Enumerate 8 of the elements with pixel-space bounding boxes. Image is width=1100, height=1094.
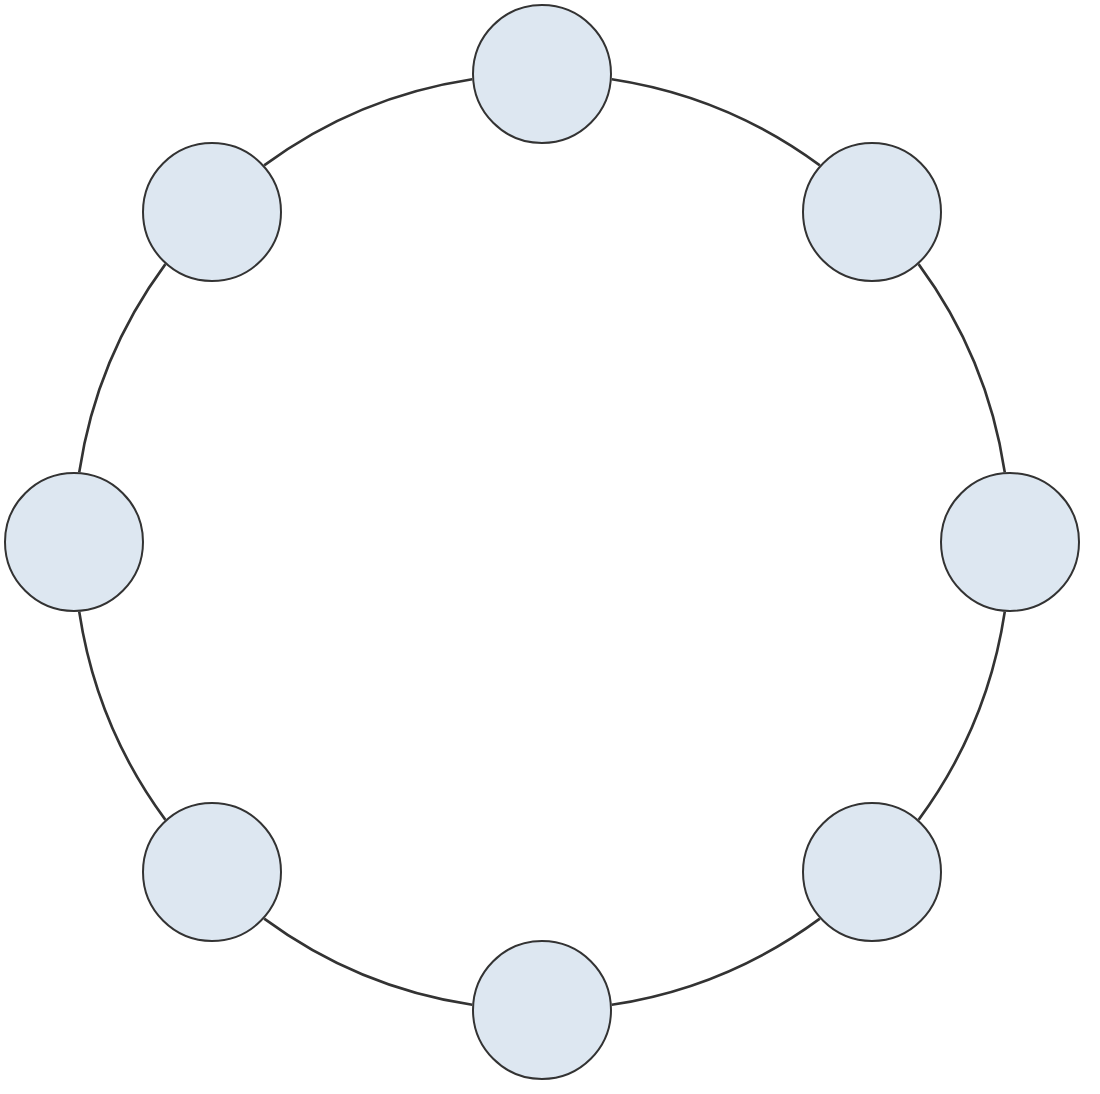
connector-line [917, 263, 1007, 473]
connector-line [263, 77, 473, 167]
connector-line [77, 611, 167, 821]
connector-line [917, 611, 1007, 821]
connector-line [263, 917, 473, 1007]
connector-line [611, 77, 821, 167]
connector-line [611, 917, 821, 1007]
connector-line [77, 263, 167, 473]
